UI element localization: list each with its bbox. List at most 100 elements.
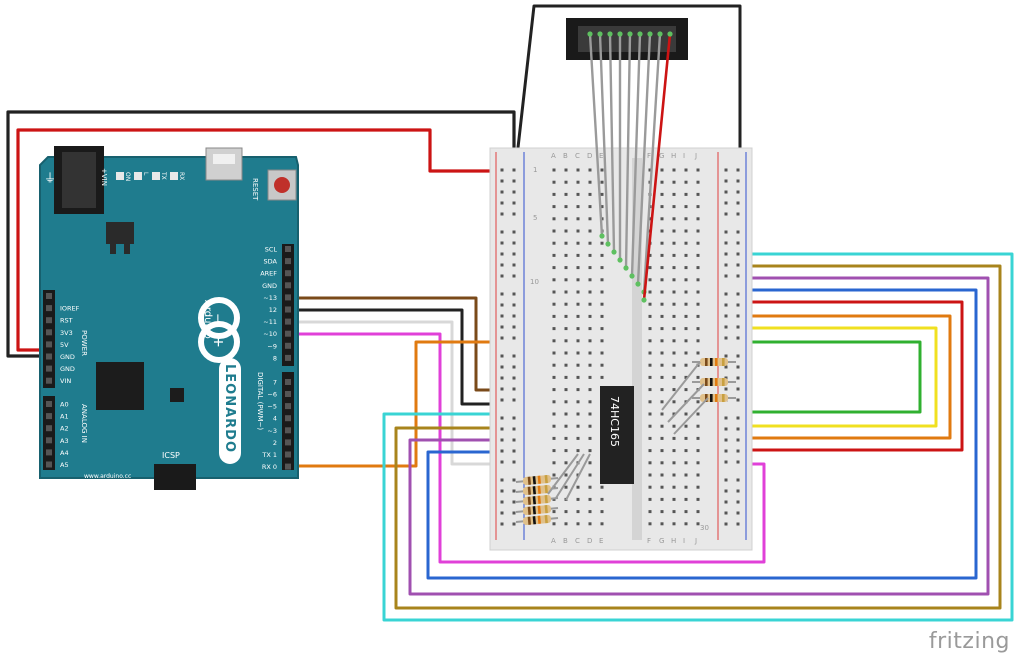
resistor-lead — [565, 453, 591, 501]
column-letter: I — [683, 537, 685, 545]
header-pin — [285, 246, 291, 252]
wire-green-loop — [660, 340, 922, 414]
column-letter: H — [671, 152, 676, 160]
wire-olive — [394, 264, 1002, 610]
model-badge — [219, 358, 241, 464]
resistor-lead — [661, 361, 701, 411]
led-tx — [152, 172, 160, 180]
ribbon-wire — [636, 32, 652, 286]
vin-label: +VIN — [100, 168, 108, 186]
column-letter: B — [563, 537, 568, 545]
resistor — [515, 494, 559, 506]
wire-5v-red — [16, 128, 504, 352]
column-letter: A — [551, 537, 556, 545]
pin-label: ~3 — [267, 427, 277, 435]
header-pin — [46, 461, 52, 468]
chip-74hc165: 74HC165 — [600, 386, 634, 484]
wire-cyan — [382, 252, 1014, 622]
maker-label: Arduino — [202, 300, 213, 339]
power-title: POWER — [80, 330, 88, 356]
pin-label: TX 1 — [261, 451, 277, 459]
header-pin — [46, 317, 52, 324]
header-pin — [285, 342, 291, 349]
model-label: LEONARDO — [222, 364, 237, 453]
pin-label: 12 — [269, 306, 277, 314]
led-label-on: ON — [124, 172, 131, 181]
column-letter: J — [694, 537, 697, 545]
pin-label: A4 — [60, 449, 69, 457]
header-pin — [285, 282, 291, 289]
column-letter: J — [694, 152, 697, 160]
row-number-30: 30 — [700, 524, 709, 532]
pin-label: GND — [262, 282, 277, 290]
resistor-lead — [547, 453, 579, 495]
header-pin — [46, 365, 52, 372]
header-pin — [285, 391, 291, 397]
pin-label: ~11 — [263, 318, 277, 326]
header-pin — [46, 353, 52, 360]
column-letter: D — [587, 537, 592, 545]
pin-label: ~5 — [267, 403, 277, 411]
resistor — [515, 514, 559, 526]
pin-label: SCL — [265, 246, 278, 254]
gnd-symbol-icon: ⏚ — [44, 171, 56, 185]
pin-labels: IOREFRST3V35VGNDGNDVINA0A1A2A3A4A5SCLSDA… — [60, 246, 278, 472]
header-pin — [285, 403, 291, 410]
footer-made: MADE IN ITALY — [84, 481, 127, 488]
pin-label: 5V — [60, 341, 69, 349]
pin-label: A5 — [60, 461, 69, 469]
column-letter: C — [575, 537, 580, 545]
header-pin — [46, 293, 52, 299]
column-letter: E — [599, 152, 603, 160]
pin-label: 7 — [273, 379, 277, 387]
power-header — [43, 290, 55, 388]
pin-label: AREF — [260, 270, 277, 278]
voltage-regulator — [106, 222, 134, 244]
microcontroller-chip — [96, 362, 144, 410]
header-pin — [285, 451, 291, 458]
analog-title: ANALOG IN — [80, 404, 88, 443]
column-letter: E — [599, 537, 603, 545]
resistor — [515, 474, 559, 486]
column-letter: G — [659, 152, 664, 160]
analog-header — [43, 396, 55, 470]
header-pin-squares — [46, 246, 291, 470]
header-pin — [46, 377, 52, 384]
header-pin — [285, 439, 291, 446]
resistor-lead — [667, 383, 705, 423]
column-letter: D — [587, 152, 592, 160]
header-pin — [46, 449, 52, 456]
breadboard-center-channel — [632, 158, 642, 540]
wire-orange-loop — [660, 314, 952, 440]
wire-gnd-black — [6, 110, 516, 358]
pin-label: ~13 — [263, 294, 277, 302]
row-number-10: 10 — [530, 278, 539, 286]
column-letter: F — [647, 537, 651, 545]
header-pin — [285, 330, 291, 337]
digital-title: DIGITAL (PWM~) — [256, 372, 264, 430]
chip-label: 74HC165 — [608, 396, 621, 447]
header-pin — [285, 415, 291, 422]
wire-blue — [426, 288, 978, 580]
svg-text:+: + — [210, 336, 226, 348]
footer-url: www.arduino.cc — [84, 473, 131, 480]
resistor-lead — [555, 453, 585, 499]
pin-label: A1 — [60, 413, 69, 421]
header-pin — [285, 463, 291, 470]
header-pin — [285, 354, 291, 361]
pin-label: 4 — [273, 415, 277, 423]
header-pin — [285, 306, 291, 313]
column-letter: B — [563, 152, 568, 160]
header-pin — [46, 305, 52, 312]
led-rx — [170, 172, 178, 180]
led-label-rx: RX — [178, 172, 185, 180]
wire-layer-front — [587, 31, 673, 303]
pin-label: IOREF — [60, 305, 80, 313]
pin-label: A3 — [60, 437, 69, 445]
icsp-header — [154, 464, 196, 490]
pin-label: RX 0 — [262, 463, 277, 471]
wire-red-loop — [660, 300, 964, 452]
led-label-tx: TX — [160, 171, 167, 180]
